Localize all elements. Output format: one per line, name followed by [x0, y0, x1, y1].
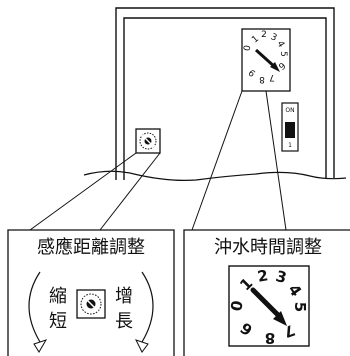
svg-text:9: 9: [247, 66, 258, 78]
decrease-arc: [28, 271, 41, 343]
decrease-label-top: 縮: [49, 286, 67, 307]
svg-text:2: 2: [261, 30, 267, 40]
dip-switch: ON 1: [281, 102, 299, 152]
svg-text:4: 4: [274, 40, 286, 50]
dial-digit-3: 3: [274, 267, 289, 287]
dial-pointer-arrow-icon: [273, 311, 287, 326]
svg-text:8: 8: [259, 74, 265, 84]
increase-arrow-icon: [135, 339, 149, 353]
sensor-panel: 感應距離調整 縮 短 增 長: [7, 229, 175, 356]
dip-on-label: ON: [285, 107, 294, 114]
increase-label-top: 增: [115, 286, 133, 307]
dial-digit-8: 8: [265, 329, 275, 347]
increase-label-bottom: 長: [115, 311, 133, 332]
svg-text:0: 0: [243, 44, 254, 52]
svg-text:7: 7: [269, 72, 275, 82]
increase-arc: [141, 271, 154, 343]
flush-dial-small: 0 1 2 3 4 5 6 7 8 9: [241, 28, 291, 92]
dial-pointer: [250, 287, 282, 319]
device-housing: [115, 7, 335, 180]
dial-digit-5: 5: [291, 302, 309, 312]
flush-dial-large: 0 1 2 3 4 5 6 7 8 9: [227, 265, 310, 347]
sensor-knob-small: [135, 128, 161, 154]
sensor-panel-title: 感應距離調整: [37, 236, 145, 258]
sensor-callout-lines: [29, 152, 161, 231]
dial-digit-2: 2: [256, 266, 269, 286]
sensor-knob-large: [76, 289, 106, 319]
dial-digit-0: 0: [227, 299, 247, 312]
dip-off-label: 1: [288, 142, 292, 149]
decrease-arrow-icon: [33, 339, 48, 353]
decrease-label-bottom: 短: [49, 311, 67, 332]
flush-panel: 沖水時間調整 0 1 2 3 4 5 6 7 8 9: [183, 229, 350, 356]
ground-line: [83, 170, 347, 181]
svg-text:1: 1: [250, 34, 261, 45]
svg-text:5: 5: [278, 51, 288, 57]
flush-callout-lines: [191, 90, 287, 231]
flush-panel-title: 沖水時間調整: [214, 237, 322, 258]
svg-text:6: 6: [276, 60, 287, 72]
svg-text:3: 3: [269, 32, 278, 43]
